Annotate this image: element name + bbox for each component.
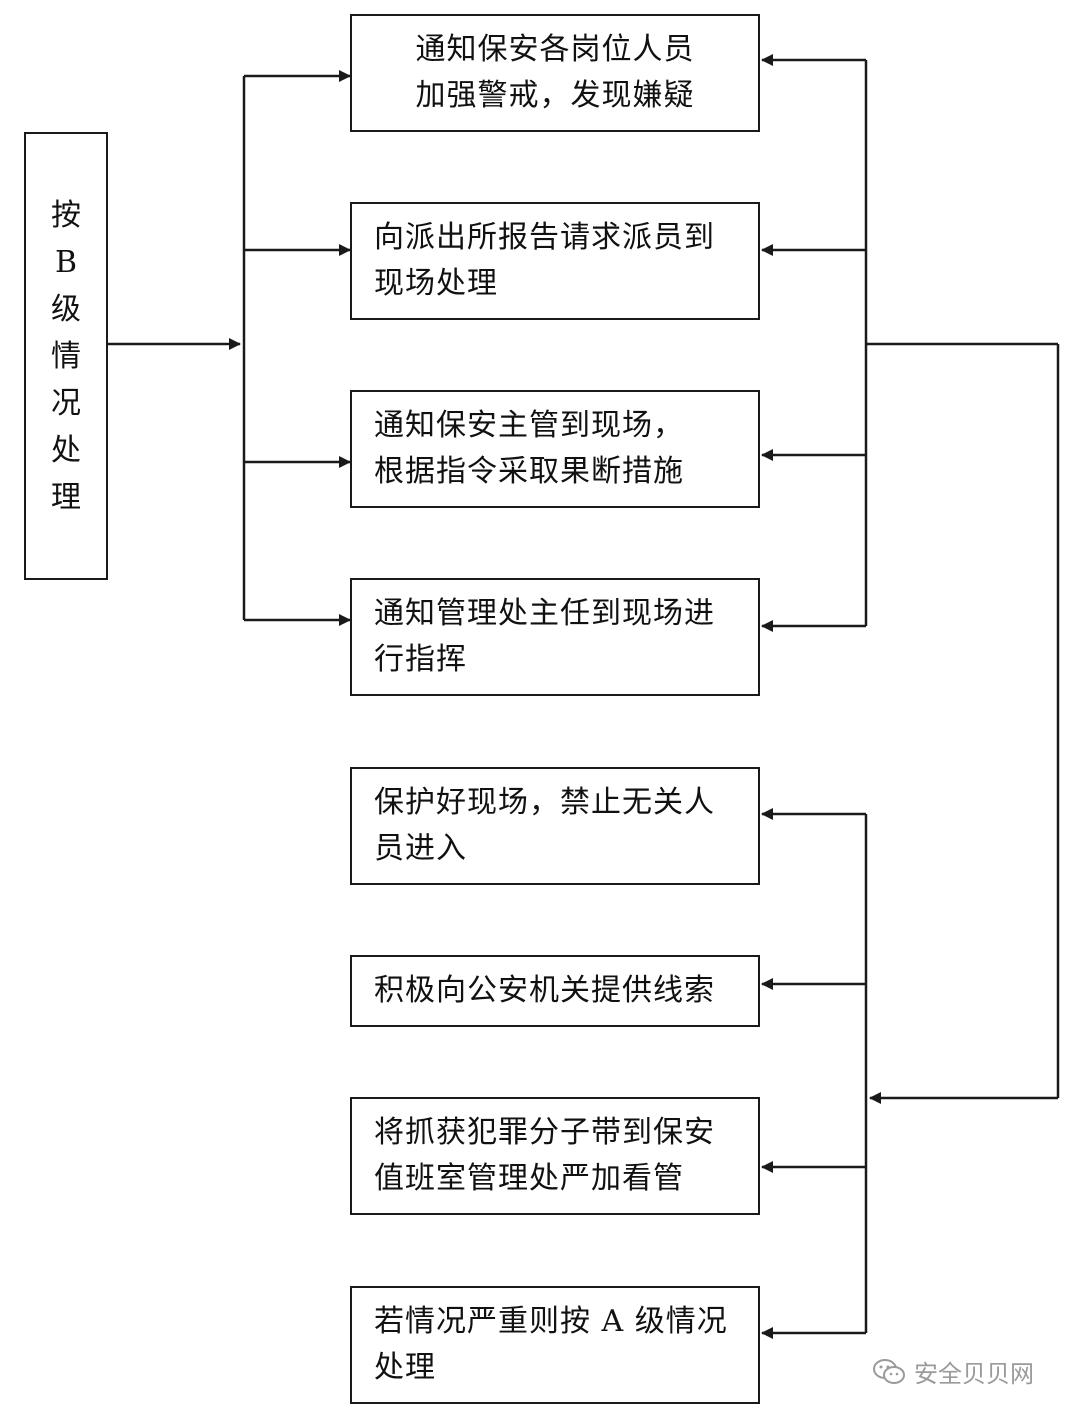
step-box-provide-clues: 积极向公安机关提供线索 bbox=[350, 955, 760, 1027]
step-box-protect-scene: 保护好现场，禁止无关人 员进入 bbox=[350, 767, 760, 885]
box-line: 若情况严重则按 A 级情况 bbox=[374, 1304, 728, 1339]
step-box-notify-guards: 通知保安各岗位人员 加强警戒，发现嫌疑 bbox=[350, 14, 760, 132]
step-box-detain-suspects: 将抓获犯罪分子带到保安 值班室管理处严加看管 bbox=[350, 1097, 760, 1215]
box-line: 加强警戒，发现嫌疑 bbox=[415, 78, 695, 113]
watermark: 安全贝贝网 bbox=[872, 1354, 1034, 1389]
left-box-char: 况 bbox=[51, 385, 81, 421]
box-line: 行指挥 bbox=[374, 642, 467, 677]
box-line: 现场处理 bbox=[374, 266, 498, 301]
box-line: 根据指令采取果断措施 bbox=[374, 454, 684, 489]
box-line: 员进入 bbox=[374, 831, 467, 866]
box-line: 通知保安主管到现场， bbox=[374, 408, 684, 443]
left-box-char: 理 bbox=[51, 479, 81, 515]
left-box-char: 级 bbox=[51, 291, 81, 327]
step-box-notify-supervisor: 通知保安主管到现场， 根据指令采取果断措施 bbox=[350, 390, 760, 508]
box-line: 通知管理处主任到现场进 bbox=[374, 596, 715, 631]
box-line: 积极向公安机关提供线索 bbox=[374, 973, 715, 1008]
left-level-b-box: 按 B 级 情 况 处 理 bbox=[24, 132, 108, 580]
left-box-char: 情 bbox=[51, 338, 81, 374]
step-box-report-police: 向派出所报告请求派员到 现场处理 bbox=[350, 202, 760, 320]
watermark-text: 安全贝贝网 bbox=[914, 1360, 1034, 1388]
wechat-icon bbox=[873, 1358, 905, 1384]
box-line: 通知保安各岗位人员 bbox=[415, 32, 695, 67]
box-line: 保护好现场，禁止无关人 bbox=[374, 785, 715, 820]
left-box-char: 处 bbox=[51, 432, 81, 468]
left-box-char: 按 bbox=[51, 197, 81, 233]
left-box-char: B bbox=[54, 244, 78, 280]
box-line: 处理 bbox=[374, 1350, 436, 1385]
box-line: 将抓获犯罪分子带到保安 bbox=[374, 1115, 715, 1150]
step-box-notify-director: 通知管理处主任到现场进 行指挥 bbox=[350, 578, 760, 696]
step-box-escalate-level-a: 若情况严重则按 A 级情况 处理 bbox=[350, 1286, 760, 1404]
box-line: 值班室管理处严加看管 bbox=[374, 1161, 684, 1196]
box-line: 向派出所报告请求派员到 bbox=[374, 220, 715, 255]
